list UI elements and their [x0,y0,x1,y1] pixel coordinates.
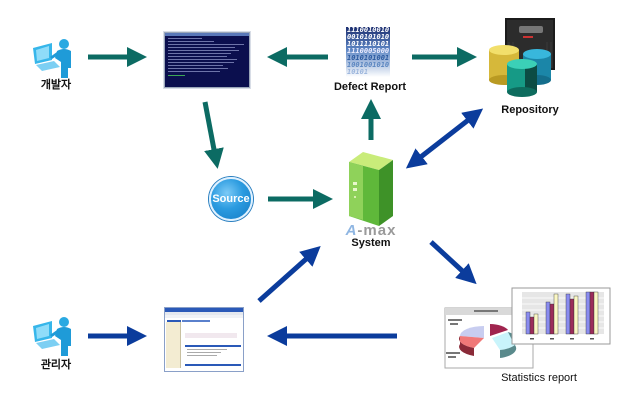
statistics-report-label: Statistics report [501,372,577,384]
arrow-terminal-to-source [202,101,224,169]
arrow-system-to-statistics [429,240,477,285]
terminal-console-icon [165,33,249,76]
arrow-web-to-system [257,246,321,303]
statistics-report-node [444,286,612,370]
repository-label: Repository [501,104,559,116]
server-database-icon [489,18,555,97]
amax-logo-rest: -max [357,222,397,239]
developer-label: 개발자 [40,79,72,91]
source-label: Source [212,193,250,205]
repository-node [485,16,560,100]
amax-logo-accent: A [345,222,358,239]
source-button[interactable]: Source [209,177,253,221]
administrator-label: 관리자 [40,359,72,371]
web-console-window[interactable] [164,307,244,372]
developer-node [30,38,80,78]
arrow-system-repository-bidirectional [405,108,484,169]
admin-person-computer-icon [33,317,71,356]
defect-report-label: Defect Report [333,81,407,93]
binary-data-icon: 1110010010 0010101010 1011110101 1110005… [347,27,390,76]
web-browser-window-icon [165,308,243,371]
green-server-icon [349,152,393,226]
system-label: System [351,237,391,249]
administrator-node [30,316,80,356]
system-node[interactable] [345,148,395,228]
amax-logo: A-max [336,222,406,239]
developer-person-computer-icon [33,39,71,78]
statistics-charts-icon [444,287,611,369]
terminal-window[interactable] [164,32,250,88]
defect-report-node: 1110010010 0010101010 1011110101 1110005… [346,27,390,77]
